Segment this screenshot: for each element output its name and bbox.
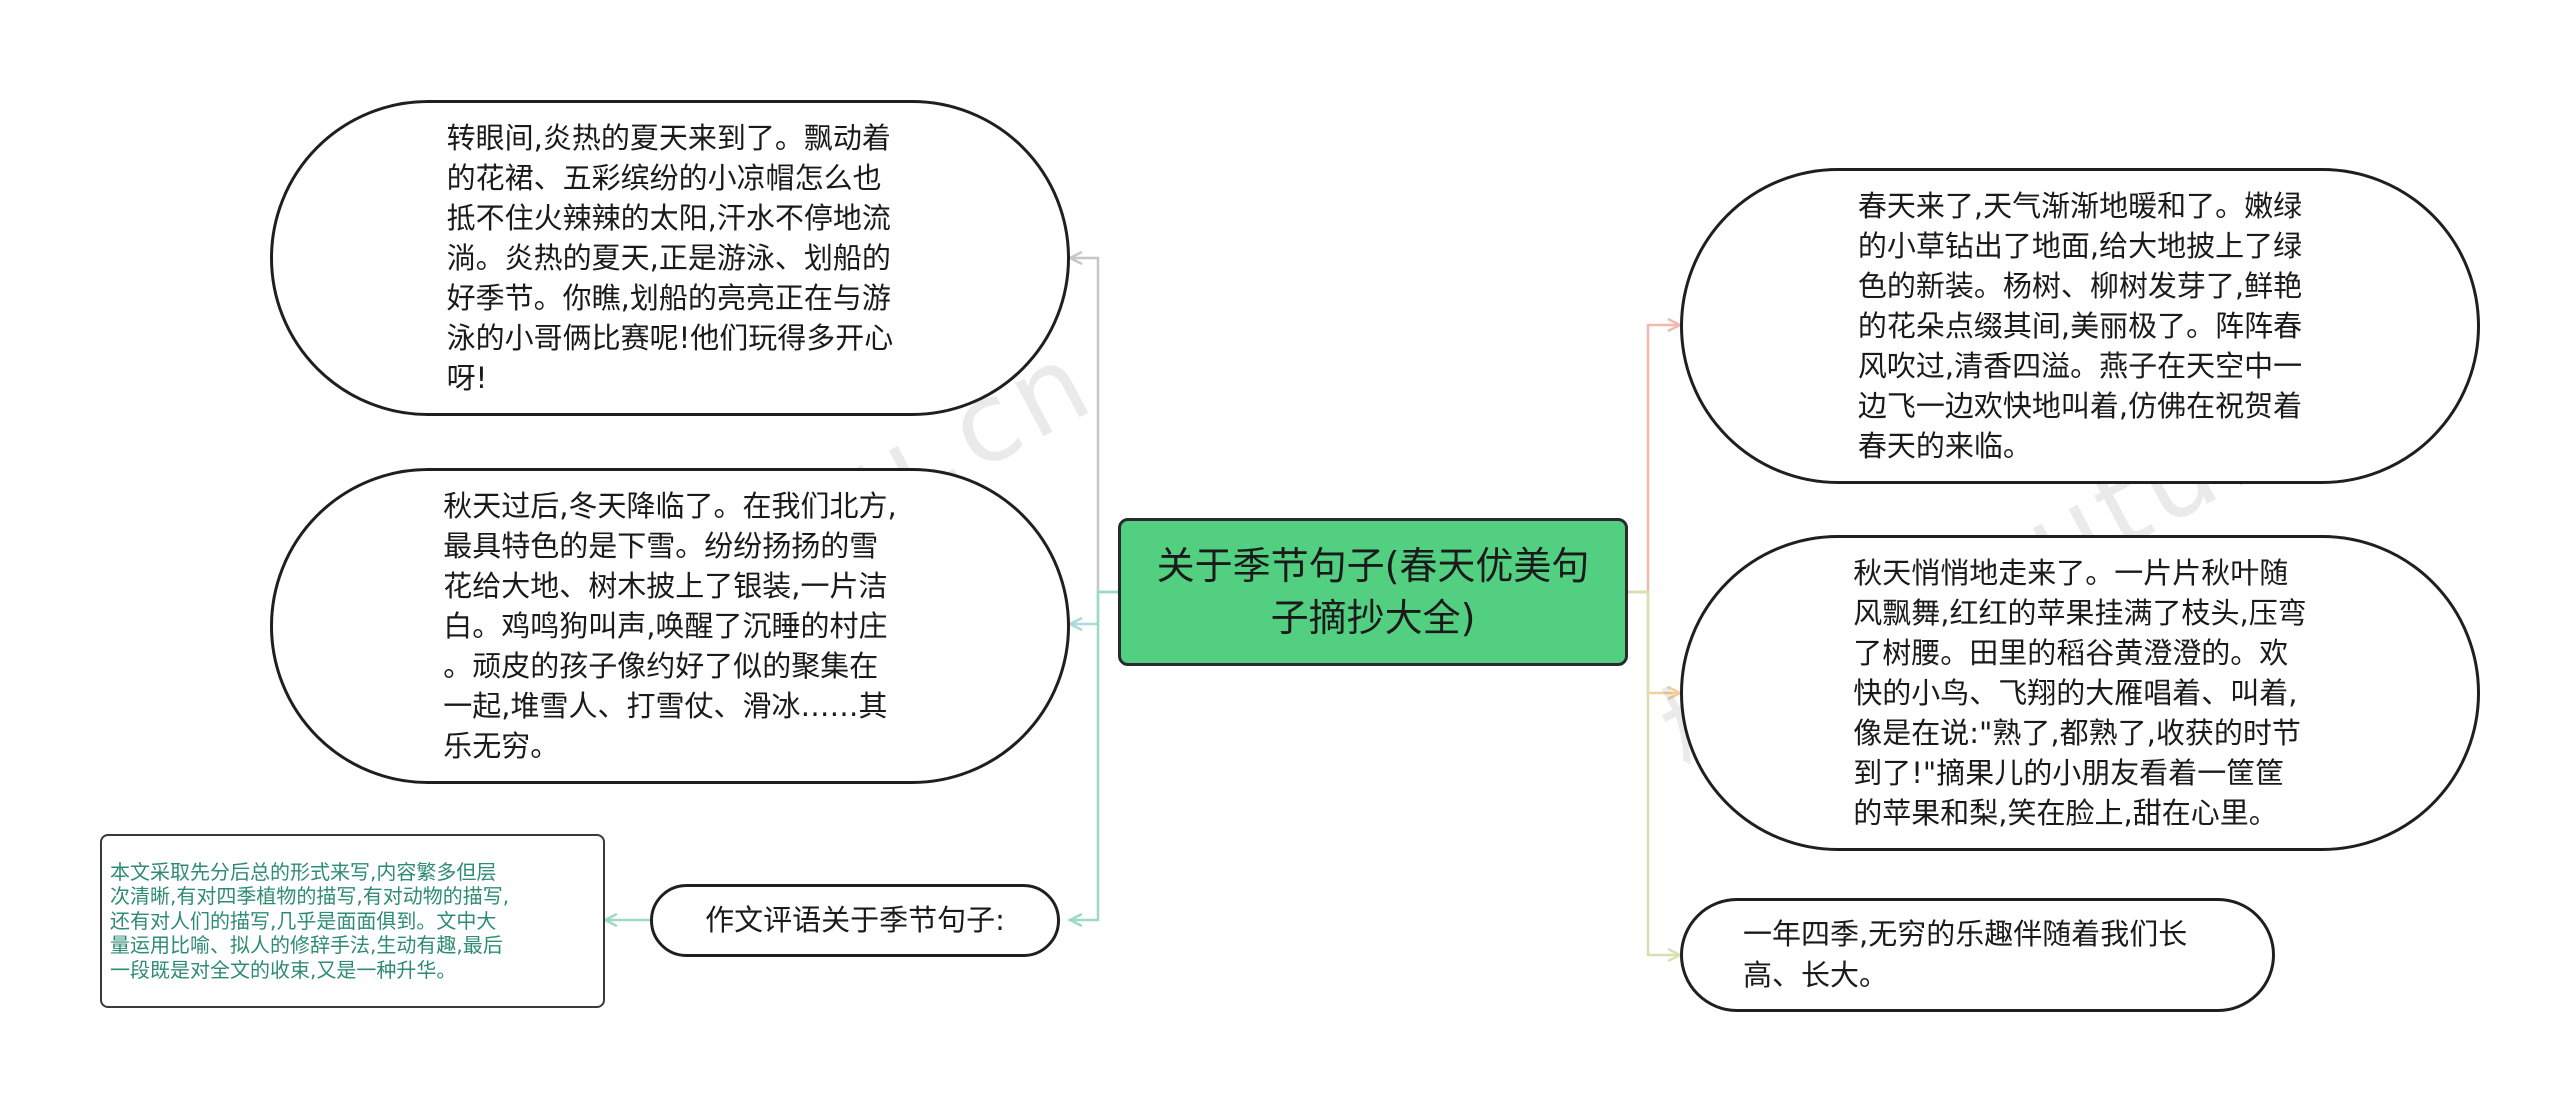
connector-summer [1070, 256, 1118, 594]
autumn-text: 秋天悄悄地走来了。一片片秋叶随 风飘舞,红红的苹果挂满了枝头,压弯 了树腰。田里… [1853, 556, 2307, 830]
autumn-node[interactable]: 秋天悄悄地走来了。一片片秋叶随 风飘舞,红红的苹果挂满了枝头,压弯 了树腰。田里… [1680, 535, 2480, 851]
root-topic-title: 关于季节句子(春天优美句 子摘抄大全) [1156, 544, 1590, 640]
spring-text: 春天来了,天气渐渐地暖和了。嫩绿 的小草钻出了地面,给大地披上了绿 色的新装。杨… [1857, 189, 2303, 463]
connector-summary [1628, 590, 1680, 957]
winter-text: 秋天过后,冬天降临了。在我们北方, 最具特色的是下雪。纷纷扬扬的雪 花给大地、树… [443, 489, 897, 763]
summary-text: 一年四季,无穷的乐趣伴随着我们长 高、长大。 [1743, 917, 2188, 992]
connector-spring [1628, 323, 1680, 594]
comment-label-node[interactable]: 作文评语关于季节句子: [650, 884, 1060, 957]
comment-note-text: 本文采取先分后总的形式来写,内容繁多但层 次清晰,有对四季植物的描写,有对动物的… [110, 859, 510, 982]
connector-autumn [1628, 590, 1680, 695]
root-topic-node[interactable]: 关于季节句子(春天优美句 子摘抄大全) [1118, 518, 1628, 666]
comment-label-text: 作文评语关于季节句子: [705, 903, 1005, 937]
comment-note-node[interactable]: 本文采取先分后总的形式来写,内容繁多但层 次清晰,有对四季植物的描写,有对动物的… [100, 834, 605, 1008]
summer-text: 转眼间,炎热的夏天来到了。飘动着 的花裙、五彩缤纷的小凉帽怎么也 抵不住火辣辣的… [446, 121, 894, 395]
spring-node[interactable]: 春天来了,天气渐渐地暖和了。嫩绿 的小草钻出了地面,给大地披上了绿 色的新装。杨… [1680, 168, 2480, 484]
winter-node[interactable]: 秋天过后,冬天降临了。在我们北方, 最具特色的是下雪。纷纷扬扬的雪 花给大地、树… [270, 468, 1070, 784]
summary-node[interactable]: 一年四季,无穷的乐趣伴随着我们长 高、长大。 [1680, 898, 2275, 1012]
summer-node[interactable]: 转眼间,炎热的夏天来到了。飘动着 的花裙、五彩缤纷的小凉帽怎么也 抵不住火辣辣的… [270, 100, 1070, 416]
connector-comment [1070, 590, 1118, 922]
